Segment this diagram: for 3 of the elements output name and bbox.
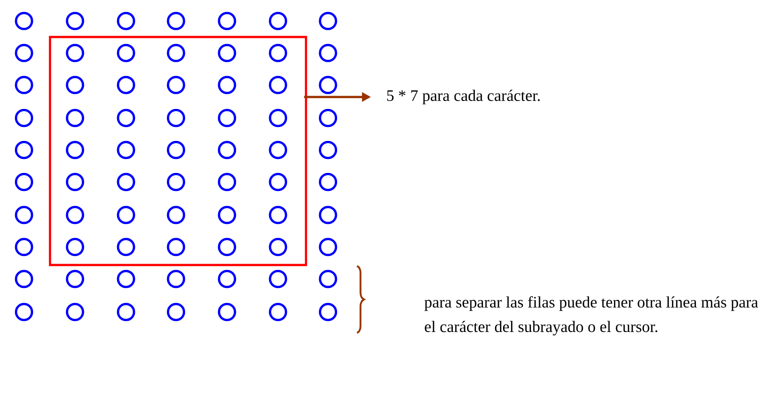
note-text: 5 * 7 para cada carácter. (387, 90, 540, 104)
note-paragraph: para separar las filas puede tener otra línea más para el carácter del subrayado o el cursor. (424, 296, 758, 336)
frame-rectangle (48, 36, 308, 266)
